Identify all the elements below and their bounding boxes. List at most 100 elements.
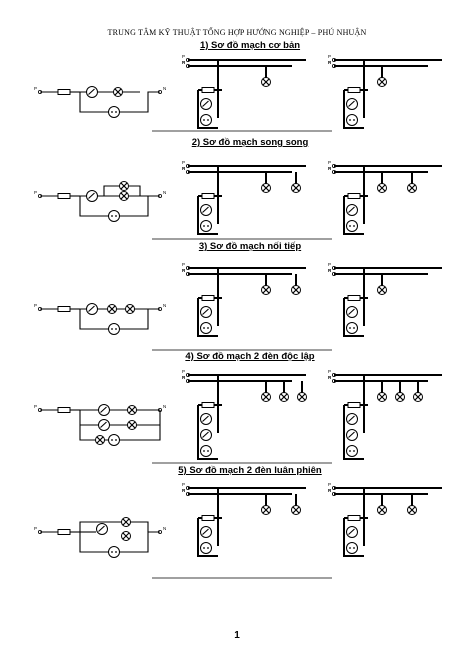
lamp-cross bbox=[408, 506, 416, 514]
switch-lever bbox=[98, 525, 105, 532]
phase-label: P bbox=[182, 375, 185, 380]
wire bbox=[79, 195, 160, 217]
outlet-pin bbox=[353, 327, 355, 329]
outlet-icon bbox=[200, 542, 212, 554]
outlet-pin bbox=[349, 225, 351, 227]
switch-lever bbox=[202, 431, 209, 438]
phase-label: P bbox=[328, 166, 331, 171]
fuse-icon bbox=[347, 515, 361, 521]
lamp-cross bbox=[262, 184, 270, 192]
lamp-cross bbox=[378, 184, 386, 192]
fuse-icon bbox=[201, 402, 215, 408]
lamp-cross bbox=[96, 436, 104, 444]
lamp-cross bbox=[262, 393, 270, 401]
outlet-pin bbox=[207, 547, 209, 549]
outlet-pin bbox=[353, 547, 355, 549]
section-title-5: 5) Sơ đồ mạch 2 đèn luân phiên bbox=[178, 465, 322, 476]
lamp-cross bbox=[298, 393, 306, 401]
lamp-cross bbox=[292, 506, 300, 514]
lamp-cross bbox=[262, 78, 270, 86]
switch-lever bbox=[202, 528, 209, 535]
phase-label: P bbox=[34, 404, 37, 409]
phase-label: P bbox=[328, 268, 331, 273]
outlet-pin bbox=[353, 450, 355, 452]
wire bbox=[343, 298, 364, 337]
fuse-icon bbox=[57, 407, 71, 413]
switch-lever bbox=[348, 100, 355, 107]
phase-label: P bbox=[328, 369, 331, 374]
switch-lever bbox=[202, 308, 209, 315]
lamp-cross bbox=[114, 88, 122, 96]
wire bbox=[197, 518, 218, 557]
phase-label: P bbox=[182, 160, 185, 165]
lamp-cross bbox=[262, 506, 270, 514]
neutral-label: N bbox=[328, 268, 331, 273]
switch-lever bbox=[100, 421, 107, 428]
phase-label: P bbox=[328, 375, 331, 380]
wire bbox=[197, 196, 218, 235]
phase-label: P bbox=[182, 369, 185, 374]
outlet-pin bbox=[207, 450, 209, 452]
neutral-label: N bbox=[182, 268, 185, 273]
wire bbox=[79, 91, 160, 113]
fuse-icon bbox=[57, 89, 71, 95]
switch-lever bbox=[202, 100, 209, 107]
lamp-cross bbox=[378, 393, 386, 401]
phase-label: P bbox=[182, 262, 185, 267]
lamp-cross bbox=[292, 286, 300, 294]
outlet-icon bbox=[200, 114, 212, 126]
fuse-icon bbox=[347, 193, 361, 199]
lamp-cross bbox=[280, 393, 288, 401]
phase-label: P bbox=[34, 526, 37, 531]
phase-label: P bbox=[328, 262, 331, 267]
phase-label: P bbox=[182, 166, 185, 171]
wire bbox=[79, 308, 160, 330]
lamp-cross bbox=[396, 393, 404, 401]
outlet-pin bbox=[111, 215, 113, 217]
lamp-cross bbox=[122, 532, 130, 540]
neutral-label: N bbox=[328, 375, 331, 380]
lamp-cross bbox=[120, 192, 128, 200]
outlet-icon bbox=[108, 106, 120, 118]
outlet-icon bbox=[108, 546, 120, 558]
wire bbox=[197, 405, 218, 460]
outlet-icon bbox=[346, 322, 358, 334]
section-title-3: 3) Sơ đồ mạch nối tiếp bbox=[198, 241, 302, 252]
switch-lever bbox=[202, 206, 209, 213]
outlet-pin bbox=[349, 119, 351, 121]
outlet-pin bbox=[115, 328, 117, 330]
page-header: TRUNG TÂM KỸ THUẬT TỔNG HỢP HƯỚNG NGHIỆP… bbox=[107, 28, 367, 37]
fuse-icon bbox=[347, 295, 361, 301]
lamp-cross bbox=[292, 184, 300, 192]
lamp-cross bbox=[108, 305, 116, 313]
lamp-cross bbox=[120, 182, 128, 190]
lamp-cross bbox=[414, 393, 422, 401]
neutral-label: N bbox=[163, 86, 166, 91]
phase-label: P bbox=[34, 303, 37, 308]
fuse-icon bbox=[57, 306, 71, 312]
outlet-icon bbox=[108, 434, 120, 446]
neutral-label: N bbox=[328, 60, 331, 65]
phase-label: P bbox=[34, 86, 37, 91]
lamp-cross bbox=[262, 286, 270, 294]
neutral-label: N bbox=[182, 375, 185, 380]
fuse-icon bbox=[347, 402, 361, 408]
phase-label: P bbox=[328, 60, 331, 65]
switch-lever bbox=[88, 305, 95, 312]
outlet-pin bbox=[111, 551, 113, 553]
outlet-icon bbox=[346, 220, 358, 232]
phase-label: P bbox=[328, 488, 331, 493]
lamp-cross bbox=[122, 518, 130, 526]
fuse-icon bbox=[201, 515, 215, 521]
phase-label: P bbox=[182, 482, 185, 487]
wire bbox=[343, 518, 364, 557]
phase-label: P bbox=[328, 482, 331, 487]
outlet-pin bbox=[349, 450, 351, 452]
lamp-cross bbox=[378, 78, 386, 86]
fuse-icon bbox=[201, 295, 215, 301]
outlet-pin bbox=[203, 547, 205, 549]
outlet-pin bbox=[111, 328, 113, 330]
neutral-label: N bbox=[163, 190, 166, 195]
